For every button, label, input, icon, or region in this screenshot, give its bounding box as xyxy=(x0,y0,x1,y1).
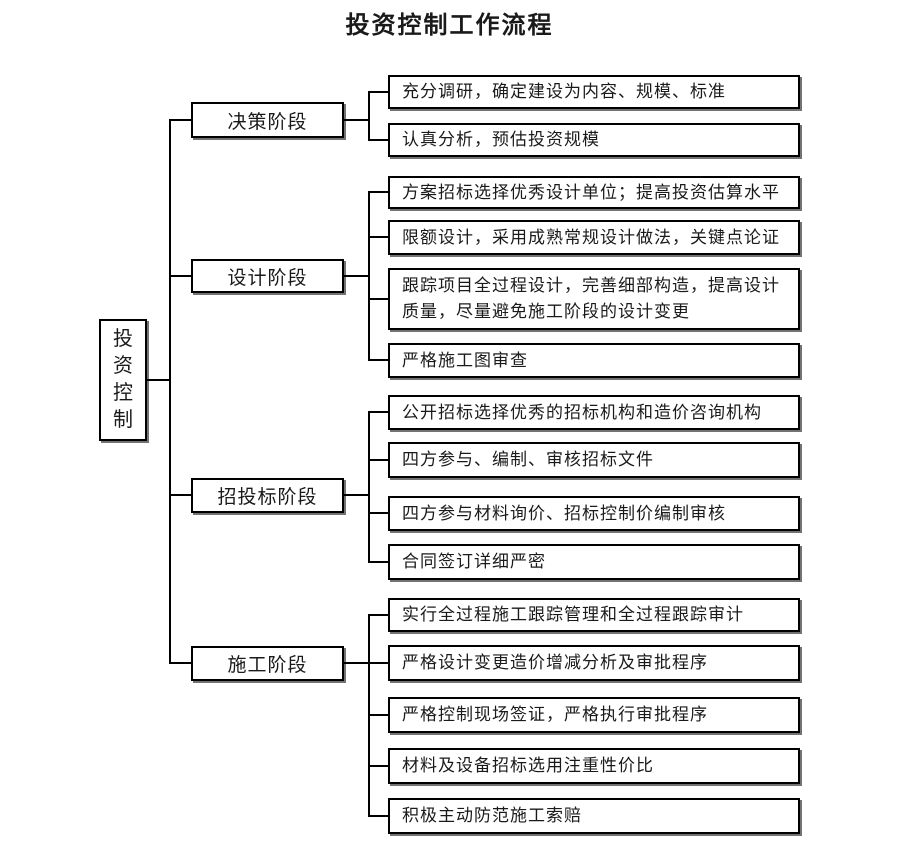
node-investment-control: 投资控制 xyxy=(99,319,147,441)
leaf-label: 严格控制现场签证，严格执行审批程序 xyxy=(402,705,708,724)
node-stage-design-label: 设计阶段 xyxy=(227,267,308,289)
leaf-construction-visa: 严格控制现场签证，严格执行审批程序 xyxy=(388,697,800,733)
node-stage-construction-label: 施工阶段 xyxy=(227,655,308,676)
node-stage-construction: 施工阶段 xyxy=(191,646,344,681)
leaf-label: 合同签订详细严密 xyxy=(402,552,546,571)
leaf-label: 跟踪项目全过程设计，完善细部构造，提高设计质量，尽量避免施工阶段的设计变更 xyxy=(402,276,780,321)
leaf-construction-change: 严格设计变更造价增减分析及审批程序 xyxy=(388,645,800,681)
leaf-construction-tracking: 实行全过程施工跟踪管理和全过程跟踪审计 xyxy=(388,598,800,632)
diagram-title: 投资控制工作流程 xyxy=(345,13,554,39)
leaf-construction-material: 材料及设备招标选用注重性价比 xyxy=(388,748,800,784)
node-stage-bidding-label: 招投标阶段 xyxy=(217,487,318,508)
leaf-label: 四方参与、编制、审核招标文件 xyxy=(402,450,654,469)
node-stage-bidding: 招投标阶段 xyxy=(191,478,344,513)
node-stage-design: 设计阶段 xyxy=(191,259,344,293)
leaf-label: 严格施工图审查 xyxy=(402,350,528,370)
leaf-design-drawing-review: 严格施工图审查 xyxy=(388,343,800,378)
leaf-decision-research: 充分调研，确定建设为内容、规模、标准 xyxy=(388,75,800,109)
leaf-bidding-open-tender: 公开招标选择优秀的招标机构和造价咨询机构 xyxy=(388,395,800,430)
leaf-construction-claims: 积极主动防范施工索赔 xyxy=(388,798,800,834)
leaf-label: 实行全过程施工跟踪管理和全过程跟踪审计 xyxy=(402,605,744,624)
leaf-label: 材料及设备招标选用注重性价比 xyxy=(402,756,654,775)
leaf-label: 充分调研，确定建设为内容、规模、标准 xyxy=(402,82,726,101)
leaf-label: 认真分析，预估投资规模 xyxy=(402,130,600,149)
node-investment-control-label: 投资控制 xyxy=(113,328,133,431)
leaf-bidding-contract: 合同签订详细严密 xyxy=(388,544,800,580)
leaf-design-quota: 限额设计，采用成熟常规设计做法，关键点论证 xyxy=(388,220,800,255)
leaf-label: 公开招标选择优秀的招标机构和造价咨询机构 xyxy=(402,402,762,422)
leaf-label: 四方参与材料询价、招标控制价编制审核 xyxy=(402,503,726,523)
leaf-bidding-price-review: 四方参与材料询价、招标控制价编制审核 xyxy=(388,496,800,531)
leaf-bidding-documents: 四方参与、编制、审核招标文件 xyxy=(388,442,800,478)
leaf-label: 积极主动防范施工索赔 xyxy=(402,806,582,825)
leaf-label: 方案招标选择优秀设计单位；提高投资估算水平 xyxy=(402,182,780,202)
leaf-design-bid-selection: 方案招标选择优秀设计单位；提高投资估算水平 xyxy=(388,176,800,209)
leaf-label: 严格设计变更造价增减分析及审批程序 xyxy=(402,653,708,672)
leaf-label: 限额设计，采用成熟常规设计做法，关键点论证 xyxy=(402,227,780,247)
leaf-design-tracking: 跟踪项目全过程设计，完善细部构造，提高设计质量，尽量避免施工阶段的设计变更 xyxy=(388,268,800,330)
node-stage-decision-label: 决策阶段 xyxy=(227,111,308,133)
node-stage-decision: 决策阶段 xyxy=(191,102,344,138)
leaf-decision-analysis: 认真分析，预估投资规模 xyxy=(388,123,800,157)
